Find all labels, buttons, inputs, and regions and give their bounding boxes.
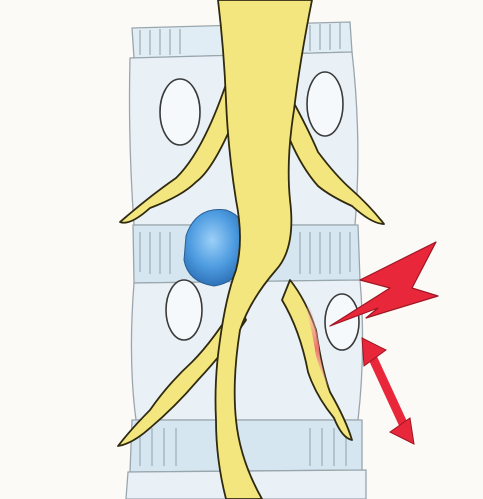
upper-left-foramen xyxy=(160,79,200,145)
upper-right-foramen xyxy=(307,72,343,136)
lower-left-foramen xyxy=(166,280,202,340)
